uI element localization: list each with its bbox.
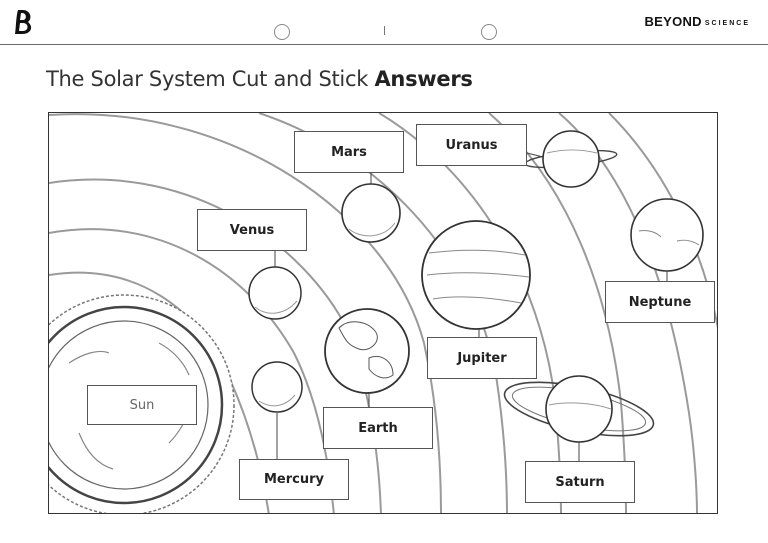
earth-illustration xyxy=(324,308,410,407)
beyond-logo-icon xyxy=(15,10,32,34)
page-title: The Solar System Cut and Stick Answers xyxy=(46,67,473,91)
earth-label: Earth xyxy=(323,407,433,449)
venus-label: Venus xyxy=(197,209,307,251)
jupiter-illustration xyxy=(421,220,531,337)
mercury-illustration xyxy=(251,361,303,459)
saturn-illustration xyxy=(503,375,655,461)
uranus-label: Uranus xyxy=(416,124,527,166)
center-mark xyxy=(384,26,385,35)
orbits-and-planets xyxy=(49,113,717,513)
title-bold: Answers xyxy=(374,67,473,91)
uranus-illustration xyxy=(524,130,618,188)
brand-sub: SCIENCE xyxy=(704,20,750,27)
jupiter-label: Jupiter xyxy=(427,337,537,379)
title-main: The Solar System Cut and Stick xyxy=(46,67,369,91)
mars-label: Mars xyxy=(294,131,404,173)
mercury-label: Mercury xyxy=(239,459,349,500)
brand-main: BEYOND xyxy=(644,14,702,29)
sun-label: Sun xyxy=(87,385,197,425)
neptune-illustration xyxy=(630,198,704,281)
punch-hole-left xyxy=(274,24,290,40)
punch-hole-right xyxy=(481,24,497,40)
solar-system-diagram: Sun Mercury Venus Earth Mars Jupiter Sat… xyxy=(48,112,718,514)
neptune-label: Neptune xyxy=(605,281,715,323)
saturn-label: Saturn xyxy=(525,461,635,503)
venus-illustration xyxy=(248,251,302,320)
sun-illustration xyxy=(49,294,235,513)
mars-illustration xyxy=(341,173,401,243)
